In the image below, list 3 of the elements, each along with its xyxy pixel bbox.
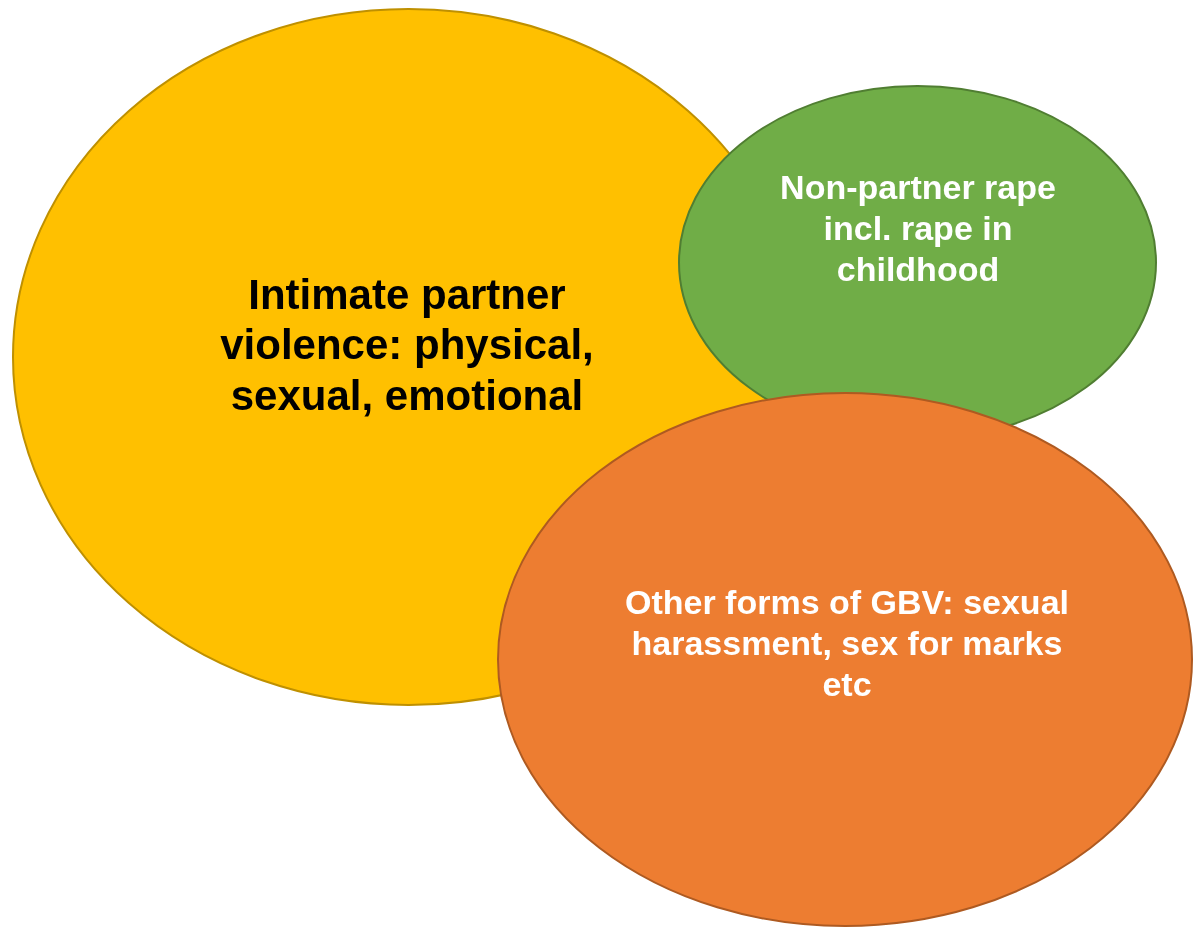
ellipse-label: Intimate partner violence: physical, sexual, emotional xyxy=(219,270,595,421)
ellipse-label: Non-partner rape incl. rape in childhood xyxy=(779,167,1057,290)
ellipse-label: Other forms of GBV: sexual harassment, sex for marks etc xyxy=(624,582,1070,705)
